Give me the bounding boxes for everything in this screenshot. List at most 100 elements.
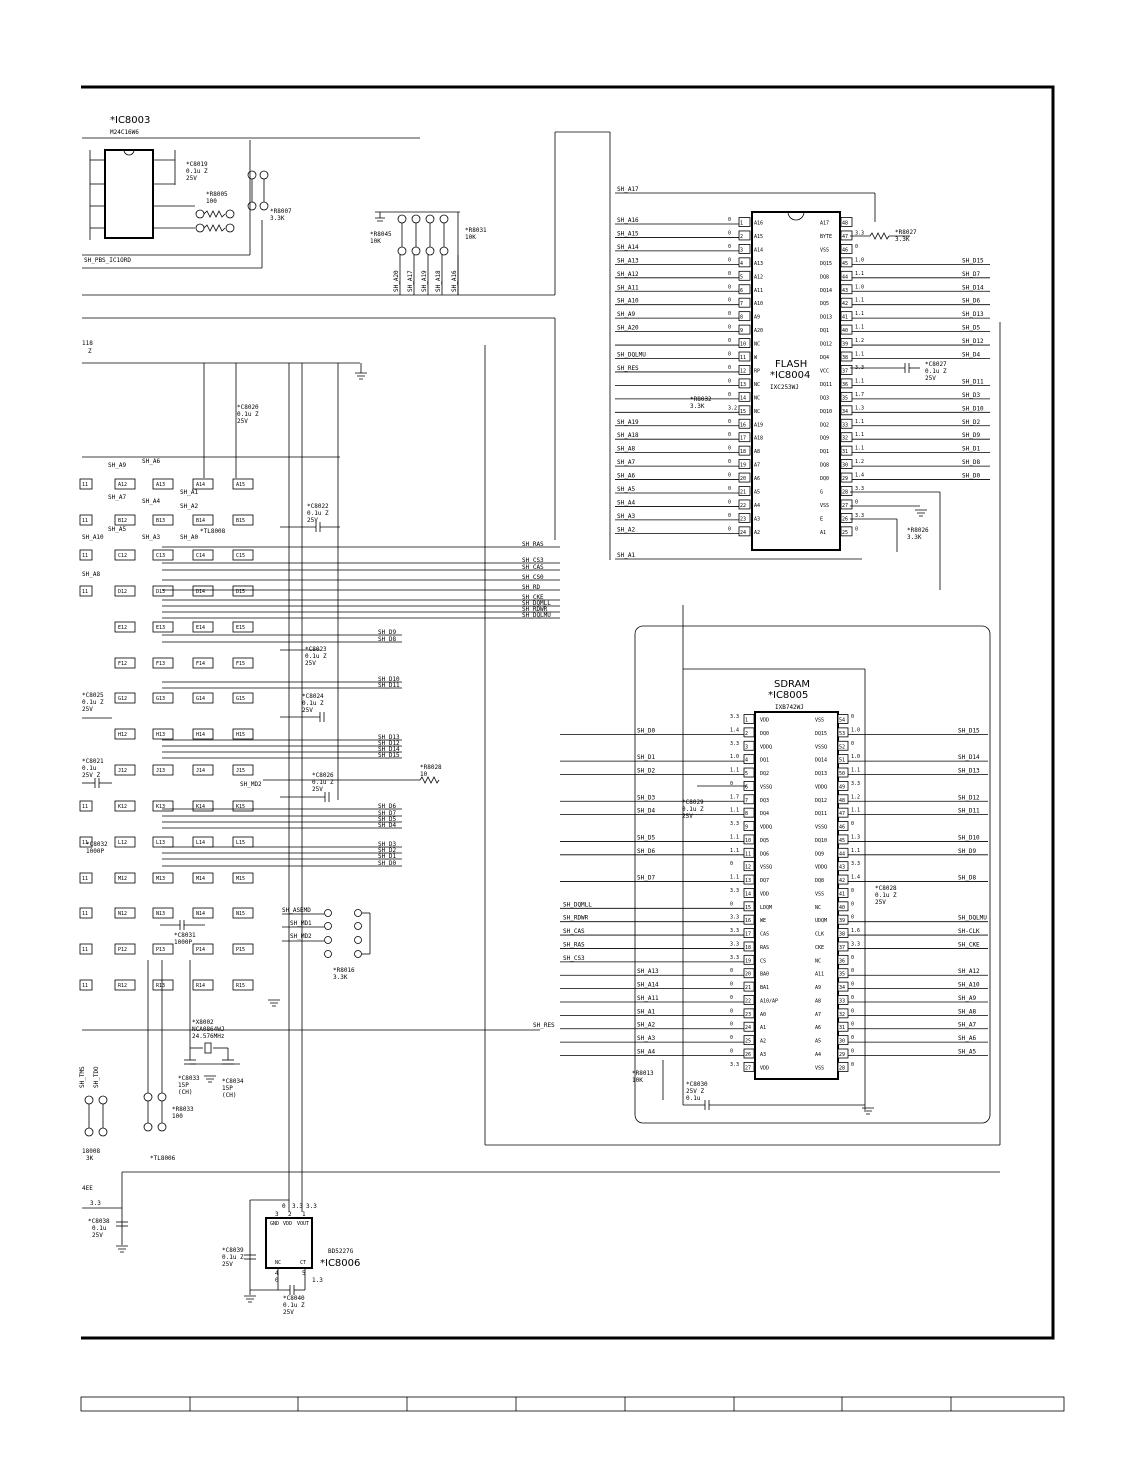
sdram-pin-name: VDDQ xyxy=(815,865,827,871)
sdram-pin-box xyxy=(743,754,755,765)
sdram-pin-num: 21 xyxy=(745,985,751,991)
flash-pin-num: 20 xyxy=(740,476,746,482)
sdram-pin-voltage: 3.3 xyxy=(730,821,739,827)
bga-ball-label: F13 xyxy=(156,661,165,667)
sdram-pin-num: 17 xyxy=(745,932,751,938)
flash-pin-num: 22 xyxy=(740,503,746,509)
sdram-pin-voltage: 1.0 xyxy=(851,754,860,760)
sdram-pin-num: 40 xyxy=(839,905,845,911)
flash-net-label: SH_D15 xyxy=(962,257,984,264)
bga-ball-label: N15 xyxy=(236,911,245,917)
bga-ball-label: M12 xyxy=(118,876,127,882)
bga-ball-label: B14 xyxy=(196,518,205,524)
flash-pin-voltage: 0 xyxy=(728,486,731,492)
addr-net-label: SH_A16 xyxy=(451,270,458,292)
sdram-pin-voltage: 1.1 xyxy=(730,768,739,774)
sdram-pin-voltage: 1.7 xyxy=(730,794,739,800)
bus-net-label: SH_D10 xyxy=(378,676,400,683)
bga-ball-label: R15 xyxy=(236,983,245,989)
sdram-pin-name: VSS xyxy=(815,1065,824,1071)
flash-pin-name: VSS xyxy=(820,503,829,509)
bga-ball-label: E13 xyxy=(156,625,165,631)
sdram-pin-box xyxy=(743,1048,755,1059)
sdram-pin-voltage: 0 xyxy=(851,1008,854,1014)
bga-ball xyxy=(232,979,254,991)
svg-text:*R8031: *R8031 xyxy=(465,227,487,234)
flash-pin-box xyxy=(738,243,751,254)
sdram-pin-voltage: 1.1 xyxy=(730,875,739,881)
bga-ball-label: C12 xyxy=(118,553,127,559)
svg-text:SH_A0: SH_A0 xyxy=(180,534,198,541)
flash-pin-name: DQ1 xyxy=(820,449,829,455)
ic8003-block: *IC8003 M24C16W6 SH_PBS_IC1ORD *C8019 0.… xyxy=(82,115,420,269)
sdram-pin-voltage: 0 xyxy=(851,1062,854,1068)
sdram-net-label: SH_D2 xyxy=(637,768,655,775)
sdram-pin-voltage: 0 xyxy=(730,982,733,988)
flash-pin-voltage: 1.2 xyxy=(855,338,864,344)
bga-ball-label: J15 xyxy=(236,768,245,774)
flash-net-label: SH_A12 xyxy=(617,271,639,278)
sdram-pin-num: 51 xyxy=(839,758,845,764)
sdram-pin-voltage: 0 xyxy=(730,995,733,1001)
ic8006-part: BD5227G xyxy=(328,1248,354,1255)
svg-text:*TL8008: *TL8008 xyxy=(200,528,226,535)
sdram-net-label: SH_A6 xyxy=(958,1035,976,1042)
sdram-net-label: SH_D4 xyxy=(637,808,655,815)
flash-pin-box xyxy=(840,486,853,496)
flash-pin-num: 13 xyxy=(740,382,746,388)
sdram-pin-voltage: 1.4 xyxy=(851,875,860,881)
sdram-pin-num: 6 xyxy=(745,784,748,790)
sdram-net-label: SH_A9 xyxy=(958,995,976,1002)
flash-part: IXC253WJ xyxy=(770,384,799,391)
flash-pin-num: 23 xyxy=(740,516,746,522)
bga-ball-label: C14 xyxy=(196,553,205,559)
flash-pin-voltage: 1.0 xyxy=(855,284,864,290)
flash-pin-num: 44 xyxy=(842,274,848,280)
svg-text:25V Z: 25V Z xyxy=(82,772,100,779)
flash-pin-box xyxy=(840,445,853,456)
svg-text:SH_MD2: SH_MD2 xyxy=(240,781,262,788)
flash-pin-num: 7 xyxy=(740,301,743,307)
flash-pin-voltage: 0 xyxy=(728,473,731,479)
flash-pin-name: DQ1 xyxy=(820,328,829,334)
flash-pin-num: 3 xyxy=(740,247,743,253)
sdram-pin-voltage: 0 xyxy=(730,861,733,867)
flash-pin-name: DQ14 xyxy=(820,288,832,294)
sdram-pin-box xyxy=(743,981,755,992)
sdram-net-label: SH_A14 xyxy=(637,982,659,989)
sdram-pin-num: 34 xyxy=(839,985,845,991)
sdram-pin-num: 20 xyxy=(745,972,751,978)
sdram-pin-name: CLK xyxy=(815,932,824,938)
svg-text:3.3K: 3.3K xyxy=(270,215,285,222)
flash-pin-num: 42 xyxy=(842,301,848,307)
addr-net-label: SH_A18 xyxy=(435,270,442,292)
svg-text:0.1u: 0.1u xyxy=(82,765,97,772)
svg-text:*R8032: *R8032 xyxy=(690,396,712,403)
bga-ball-label: H14 xyxy=(196,732,205,738)
svg-text:*C8040: *C8040 xyxy=(283,1295,305,1302)
bga-ball xyxy=(152,657,174,669)
bga-ball-label: H15 xyxy=(236,732,245,738)
sdram-pin-num: 54 xyxy=(839,718,845,724)
bga-ball xyxy=(232,478,254,490)
sdram-net-label: SH_A1 xyxy=(637,1008,655,1015)
bga-edge-ball xyxy=(79,872,93,884)
ic8003-net: SH_PBS_IC1ORD xyxy=(84,257,131,264)
flash-net-label: SH_A3 xyxy=(617,513,635,520)
sdram-net-label: SH_D13 xyxy=(958,768,980,775)
flash-pin-num: 16 xyxy=(740,422,746,428)
bga-ball-label: M14 xyxy=(196,876,205,882)
sdram-net-label: SH_D11 xyxy=(958,808,980,815)
svg-text:3.3: 3.3 xyxy=(292,1203,303,1210)
bga-ball-label: L15 xyxy=(236,840,245,846)
sdram-pin-voltage: 0 xyxy=(730,1049,733,1055)
sdram-pin-name: A4 xyxy=(815,1052,821,1058)
sdram-pin-name: DQ8 xyxy=(815,878,824,884)
sdram-net-label: SH-CLK xyxy=(958,928,980,935)
bga-ball xyxy=(232,943,254,955)
svg-text:25V: 25V xyxy=(312,786,323,793)
sdram-pin-name: DQ3 xyxy=(760,798,769,804)
sdram-pin-voltage: 0 xyxy=(851,714,854,720)
svg-text:*C8032: *C8032 xyxy=(86,841,108,848)
